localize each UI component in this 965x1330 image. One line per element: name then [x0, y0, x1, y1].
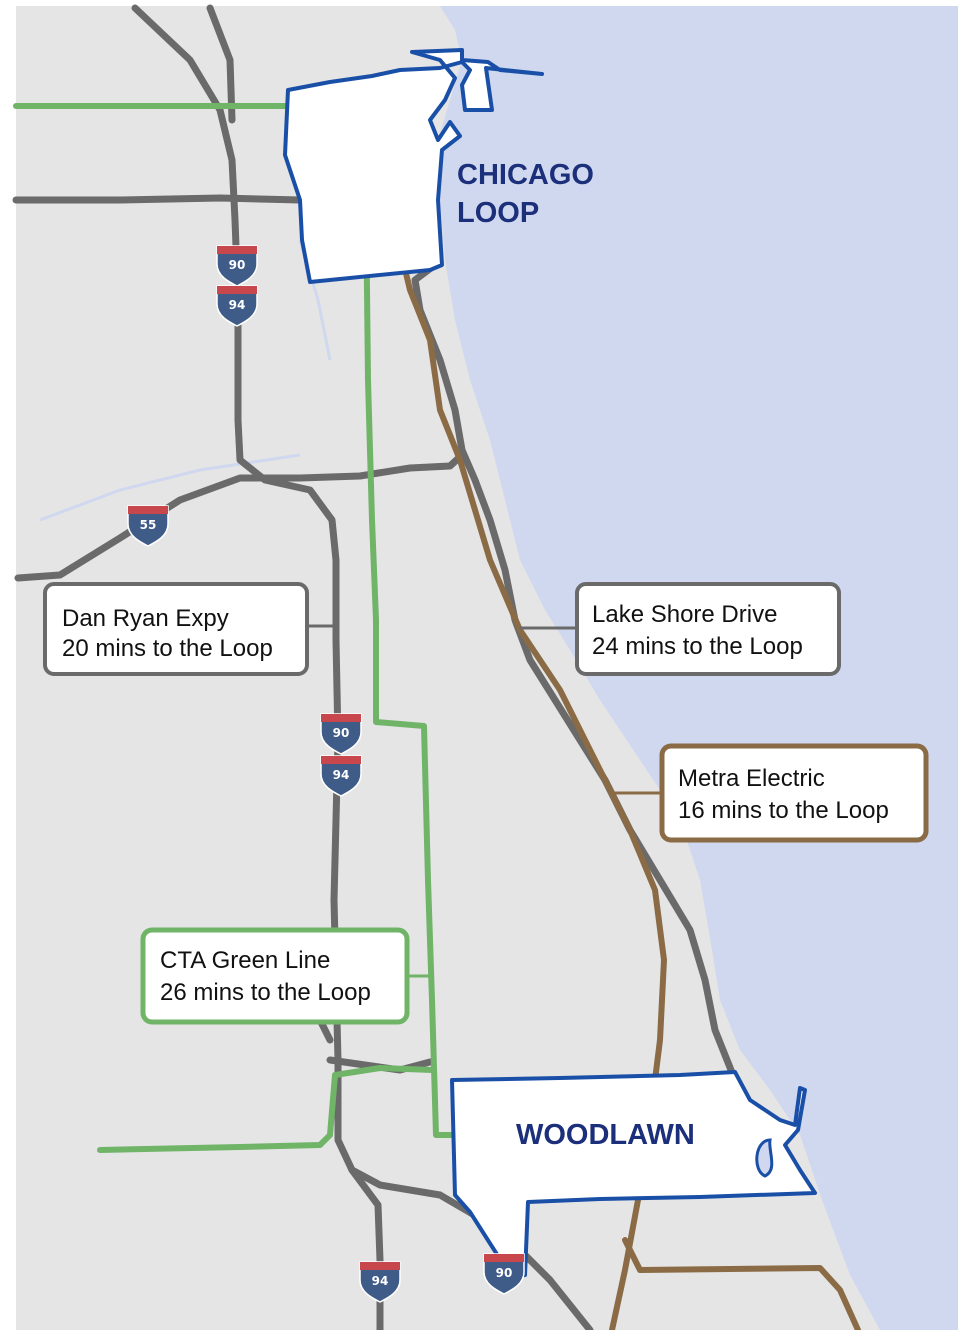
svg-text:90: 90 [496, 1266, 513, 1280]
callout-dan-ryan: Dan Ryan Expy 20 mins to the Loop [43, 582, 309, 676]
callout-green-line: CTA Green Line 26 mins to the Loop [140, 927, 410, 1025]
svg-text:94: 94 [229, 298, 246, 312]
svg-text:90: 90 [229, 258, 246, 272]
woodlawn-lagoon [755, 1138, 774, 1178]
interstate-94-shield-mid: 94 [320, 755, 362, 797]
svg-text:90: 90 [333, 726, 350, 740]
interstate-94-shield-south: 94 [359, 1261, 401, 1303]
dan-ryan-time: 20 mins to the Loop [62, 635, 273, 662]
interstate-90-shield-mid: 90 [320, 713, 362, 755]
callout-lake-shore: Lake Shore Drive 24 mins to the Loop [575, 582, 841, 676]
metra-time: 16 mins to the Loop [678, 797, 889, 824]
lake-shore-time: 24 mins to the Loop [592, 633, 803, 660]
river [39, 453, 301, 522]
svg-text:94: 94 [372, 1274, 389, 1288]
interstate-55-shield: 55 [127, 505, 169, 547]
interstate-94-shield-north: 94 [216, 285, 258, 327]
interstate-90-shield-south: 90 [483, 1253, 525, 1295]
green-line-name: CTA Green Line [160, 947, 330, 974]
svg-text:94: 94 [333, 768, 350, 782]
loop-label-line2: LOOP [457, 197, 539, 229]
highways [12, 4, 759, 1330]
dan-ryan-name: Dan Ryan Expy [62, 605, 229, 632]
green-line-time: 26 mins to the Loop [160, 979, 371, 1006]
interstate-90-shield-north: 90 [216, 245, 258, 287]
svg-text:55: 55 [140, 518, 157, 532]
woodlawn-label: WOODLAWN [516, 1119, 695, 1151]
loop-label-line1: CHICAGO [457, 159, 594, 191]
metra-name: Metra Electric [678, 765, 825, 792]
lake-shore-name: Lake Shore Drive [592, 601, 777, 628]
loop-boundary [283, 48, 544, 284]
callout-metra: Metra Electric 16 mins to the Loop [659, 743, 929, 843]
